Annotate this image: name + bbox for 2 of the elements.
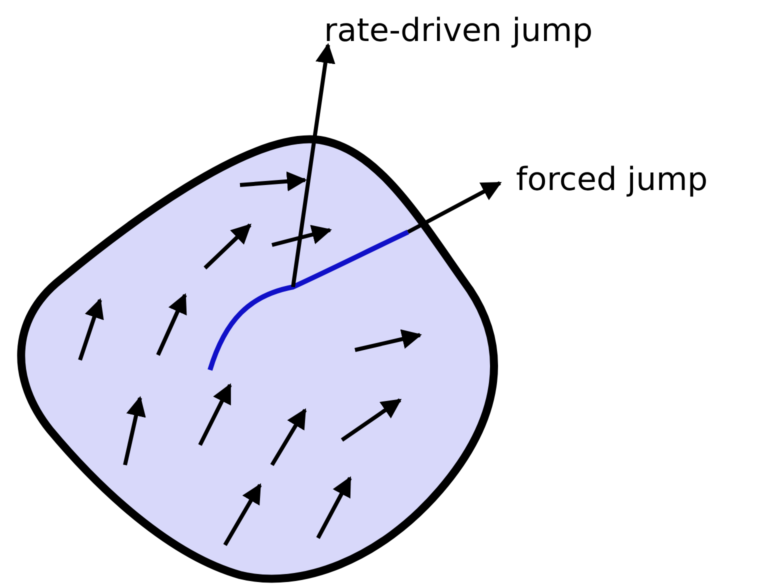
arrow-label: rate-driven jump (324, 14, 593, 46)
arrow-label: forced jump (516, 163, 708, 195)
